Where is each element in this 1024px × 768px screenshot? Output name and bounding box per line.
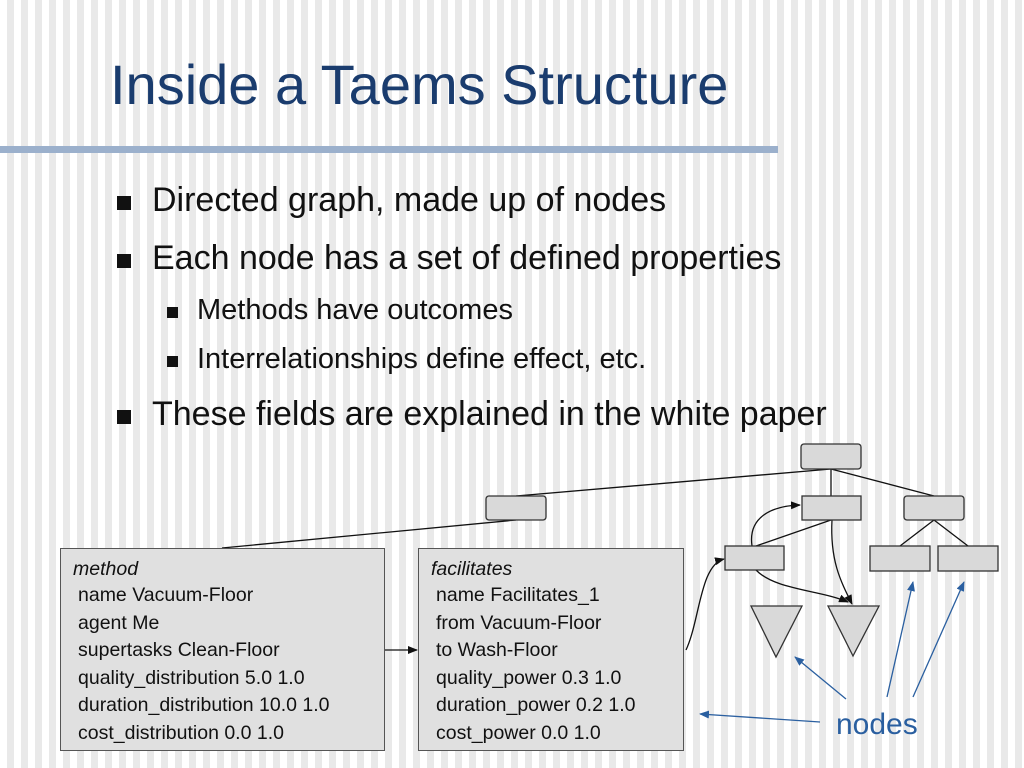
- edge-right-to-child2: [933, 519, 969, 547]
- edge-middle-to-leaf: [755, 519, 832, 547]
- node-child-2: [937, 545, 999, 572]
- method-line: supertasks Clean-Floor: [78, 639, 280, 661]
- edge-root-left: [515, 468, 832, 497]
- bullet-square-3: [117, 410, 131, 424]
- node-child-1: [869, 545, 931, 572]
- edge-root-right: [830, 468, 935, 497]
- edge-right-to-child1: [899, 519, 935, 547]
- facilitates-box: facilitates name Facilitates_1 from Vacu…: [418, 548, 684, 751]
- node-task-middle: [801, 495, 862, 521]
- facilitates-line: name Facilitates_1: [436, 584, 600, 606]
- node-triangle-2: [826, 605, 881, 658]
- sub-bullet-square-1: [167, 307, 178, 318]
- node-leaf-method: [724, 545, 785, 571]
- node-task-right: [903, 495, 965, 521]
- facilitates-line: quality_power 0.3 1.0: [436, 666, 622, 689]
- arrow-leaf-to-triangle: [755, 569, 849, 603]
- slide-title: Inside a Taems Structure: [110, 53, 729, 116]
- edge-task-to-method: [221, 519, 517, 549]
- bullet-square-2: [117, 254, 131, 268]
- annot-arrow-facilitates: [699, 710, 821, 723]
- title-rule: [0, 146, 778, 153]
- nodes-label: nodes: [836, 708, 918, 741]
- arrow-leaf-to-middle: [750, 501, 801, 547]
- annot-arrow-child2: [912, 581, 965, 698]
- bullet-1: Directed graph, made up of nodes: [152, 181, 667, 219]
- facilitates-line: cost_power 0.0 1.0: [436, 721, 601, 744]
- method-line: agent Me: [78, 611, 160, 634]
- node-root: [800, 443, 862, 470]
- method-line: duration_distribution 10.0 1.0: [78, 694, 330, 716]
- sub-bullet-2: Interrelationships define effect, etc.: [197, 343, 647, 375]
- node-triangle-1: [749, 605, 804, 659]
- facilitates-line: from Vacuum-Floor: [436, 611, 602, 634]
- bullet-3: These fields are explained in the white …: [152, 395, 827, 433]
- arrow-facilitates-to-leaf: [685, 557, 725, 651]
- annot-arrow-triangle: [794, 656, 847, 700]
- method-box: method name Vacuum-Floor agent Me supert…: [60, 548, 385, 751]
- facilitates-line: duration_power 0.2 1.0: [436, 694, 636, 716]
- sub-bullet-1: Methods have outcomes: [197, 294, 513, 326]
- facilitates-box-header: facilitates: [431, 558, 513, 580]
- sub-bullet-square-2: [167, 356, 178, 367]
- annot-arrow-child1: [886, 581, 915, 698]
- arrow-middle-to-triangle: [831, 519, 853, 605]
- bullet-2: Each node has a set of defined propertie…: [152, 239, 782, 277]
- method-line: quality_distribution 5.0 1.0: [78, 666, 305, 689]
- node-task-left: [485, 495, 547, 521]
- bullet-square-1: [117, 196, 131, 210]
- method-line: cost_distribution 0.0 1.0: [78, 721, 284, 744]
- facilitates-line: to Wash-Floor: [436, 639, 558, 661]
- method-line: name Vacuum-Floor: [78, 584, 254, 606]
- method-box-header: method: [73, 558, 139, 580]
